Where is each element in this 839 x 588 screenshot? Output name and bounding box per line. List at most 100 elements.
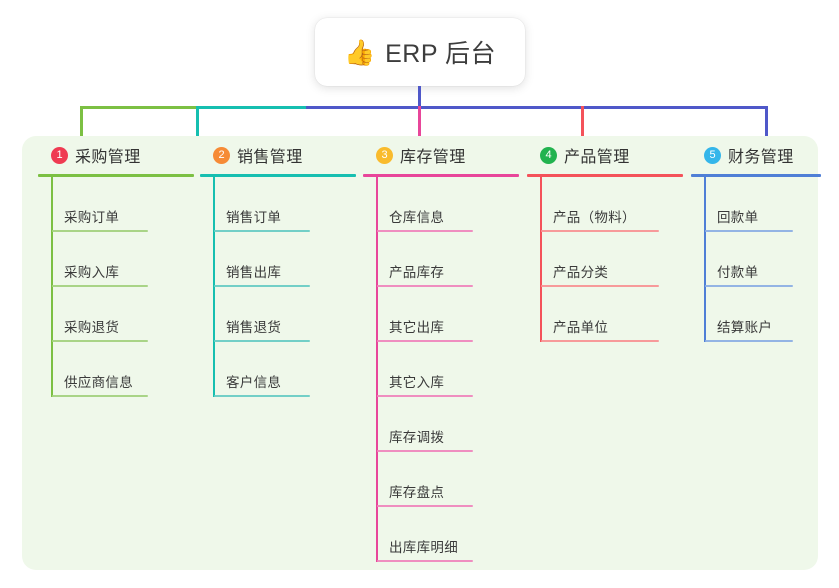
leaf-node[interactable]: 客户信息 <box>200 342 356 397</box>
leaf-node-rule <box>705 285 793 287</box>
leaf-node-label: 产品分类 <box>553 265 609 280</box>
leaf-node[interactable]: 结算账户 <box>691 287 821 342</box>
connector-drop-finance <box>765 106 768 142</box>
connector-drop-inventory <box>418 106 421 142</box>
leaf-node-label: 供应商信息 <box>64 375 133 390</box>
column-badge: 4 <box>540 146 557 164</box>
leaf-node-rule <box>377 560 473 562</box>
leaf-node[interactable]: 回款单 <box>691 177 821 232</box>
leaf-node[interactable]: 产品分类 <box>527 232 683 287</box>
leaf-node-rule <box>377 505 473 507</box>
leaf-node-rule <box>377 450 473 452</box>
column-badge: 1 <box>51 146 68 164</box>
column-title: 财务管理 <box>728 149 794 166</box>
leaf-node-label: 客户信息 <box>226 375 282 390</box>
column-header-purchasing[interactable]: 1 采购管理 <box>38 143 194 167</box>
leaf-node-label: 其它出库 <box>389 320 445 335</box>
root-node[interactable]: 👍 ERP 后台 <box>315 18 525 86</box>
column-rule <box>38 174 194 177</box>
leaf-node[interactable]: 其它入库 <box>363 342 519 397</box>
leaf-node-rule <box>705 340 793 342</box>
connector-trunk <box>418 86 421 108</box>
column-spine <box>540 177 542 342</box>
leaf-node-label: 采购退货 <box>64 320 120 335</box>
leaf-node[interactable]: 付款单 <box>691 232 821 287</box>
column-header-sales[interactable]: 2 销售管理 <box>200 143 356 167</box>
leaf-node-rule <box>541 340 659 342</box>
leaf-node[interactable]: 销售订单 <box>200 177 356 232</box>
connector-bus-green <box>80 106 198 109</box>
leaf-node-rule <box>541 230 659 232</box>
connector-bus-indigo <box>306 106 768 109</box>
leaf-node[interactable]: 采购退货 <box>38 287 194 342</box>
column-rule <box>691 174 821 177</box>
column-spine <box>704 177 706 342</box>
leaf-node-rule <box>214 285 310 287</box>
column-items-purchasing: 采购订单采购入库采购退货供应商信息 <box>38 177 194 397</box>
leaf-node-label: 产品库存 <box>389 265 445 280</box>
column-items-product: 产品（物料） 产品分类产品单位 <box>527 177 683 342</box>
leaf-node[interactable]: 仓库信息 <box>363 177 519 232</box>
column-header-product[interactable]: 4 产品管理 <box>527 143 683 167</box>
leaf-node-rule <box>705 230 793 232</box>
column-title: 采购管理 <box>75 149 141 166</box>
leaf-node-label: 产品（物料） <box>553 210 636 225</box>
leaf-node-rule <box>214 230 310 232</box>
leaf-node-rule <box>377 230 473 232</box>
column-title: 销售管理 <box>237 149 303 166</box>
column-rule <box>527 174 683 177</box>
leaf-node-label: 仓库信息 <box>389 210 445 225</box>
column-items-finance: 回款单付款单结算账户 <box>691 177 821 342</box>
leaf-node[interactable]: 产品库存 <box>363 232 519 287</box>
leaf-node[interactable]: 产品单位 <box>527 287 683 342</box>
column-badge: 3 <box>376 146 393 164</box>
column-rule <box>363 174 519 177</box>
leaf-node[interactable]: 采购入库 <box>38 232 194 287</box>
leaf-node[interactable]: 库存调拨 <box>363 397 519 452</box>
column-rule <box>200 174 356 177</box>
column-purchasing: 1 采购管理 采购订单采购入库采购退货供应商信息 <box>38 143 194 397</box>
column-badge: 5 <box>704 146 721 164</box>
leaf-node[interactable]: 其它出库 <box>363 287 519 342</box>
diagram-panel <box>22 136 818 570</box>
column-sales: 2 销售管理 销售订单销售出库销售退货客户信息 <box>200 143 356 397</box>
connector-drop-sales <box>196 106 199 142</box>
leaf-node[interactable]: 采购订单 <box>38 177 194 232</box>
leaf-node-rule <box>377 340 473 342</box>
leaf-node[interactable]: 供应商信息 <box>38 342 194 397</box>
leaf-node-label: 销售出库 <box>226 265 282 280</box>
leaf-node[interactable]: 销售出库 <box>200 232 356 287</box>
leaf-node-rule <box>52 230 148 232</box>
connector-drop-product <box>581 106 584 142</box>
column-spine <box>51 177 53 397</box>
leaf-node-label: 销售订单 <box>226 210 282 225</box>
column-product: 4 产品管理 产品（物料） 产品分类产品单位 <box>527 143 683 342</box>
leaf-node-rule <box>52 340 148 342</box>
leaf-node-label: 付款单 <box>717 265 759 280</box>
column-finance: 5 财务管理 回款单付款单结算账户 <box>691 143 821 342</box>
leaf-node-label: 产品单位 <box>553 320 609 335</box>
root-node-label: ERP 后台 <box>385 40 497 68</box>
leaf-node-label: 采购入库 <box>64 265 120 280</box>
column-badge: 2 <box>213 146 230 164</box>
column-title: 产品管理 <box>564 149 630 166</box>
leaf-node-label: 出库库明细 <box>389 540 458 555</box>
column-items-inventory: 仓库信息产品库存其它出库其它入库库存调拨库存盘点出库库明细 <box>363 177 519 562</box>
leaf-node-label: 其它入库 <box>389 375 445 390</box>
leaf-node[interactable]: 库存盘点 <box>363 452 519 507</box>
leaf-node-label: 销售退货 <box>226 320 282 335</box>
column-header-inventory[interactable]: 3 库存管理 <box>363 143 519 167</box>
thumbs-up-icon: 👍 <box>343 37 376 67</box>
column-title: 库存管理 <box>400 149 466 166</box>
connector-drop-purchasing <box>80 106 83 142</box>
leaf-node-label: 库存调拨 <box>389 430 445 445</box>
connector-bus-teal <box>196 106 308 109</box>
column-inventory: 3 库存管理 仓库信息产品库存其它出库其它入库库存调拨库存盘点出库库明细 <box>363 143 519 562</box>
column-header-finance[interactable]: 5 财务管理 <box>691 143 821 167</box>
leaf-node[interactable]: 产品（物料） <box>527 177 683 232</box>
leaf-node[interactable]: 销售退货 <box>200 287 356 342</box>
leaf-node[interactable]: 出库库明细 <box>363 507 519 562</box>
leaf-node-rule <box>541 285 659 287</box>
column-spine <box>376 177 378 562</box>
